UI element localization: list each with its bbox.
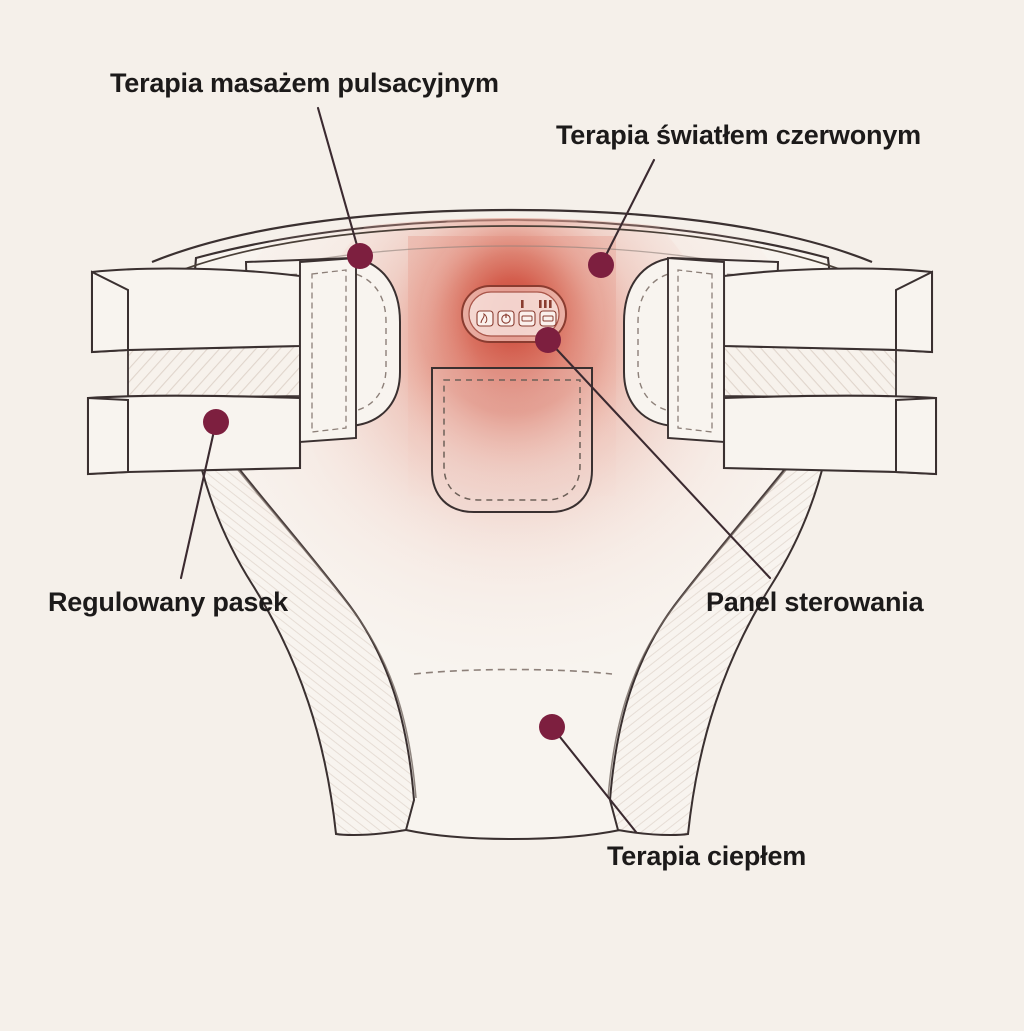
callout-dot-pulse-massage[interactable]: [347, 243, 373, 269]
callout-label-pulse-massage: Terapia masażem pulsacyjnym: [110, 68, 499, 98]
callout-leader-lines: [179, 106, 772, 834]
mode-display-icon: [521, 315, 533, 322]
callout-label-heat-therapy: Terapia ciepłem: [607, 841, 807, 871]
callout-dot-heat-therapy[interactable]: [539, 714, 565, 740]
button-heat[interactable]: [476, 310, 494, 327]
button-power[interactable]: [497, 310, 515, 327]
leader-line-adjustable-strap: [179, 420, 218, 580]
leader-line-control-panel: [546, 338, 772, 580]
callout-label-control-panel: Panel sterowania: [706, 587, 924, 617]
button-mode-1[interactable]: [518, 310, 536, 327]
indicator-single: [521, 300, 524, 308]
mode-display-icon: [542, 315, 554, 322]
callout-dot-red-light[interactable]: [588, 252, 614, 278]
callout-dot-adjustable-strap[interactable]: [203, 409, 229, 435]
indicator-triple: [539, 300, 552, 308]
control-panel[interactable]: [461, 285, 567, 343]
heat-waves-icon: [480, 312, 488, 324]
leader-line-red-light: [599, 158, 656, 267]
callout-dots: [203, 243, 614, 740]
left-adjustable-strap[interactable]: [86, 256, 357, 476]
leader-line-heat-therapy: [550, 725, 638, 834]
callout-label-red-light: Terapia światłem czerwonym: [556, 120, 921, 150]
button-mode-2[interactable]: [539, 310, 557, 327]
right-adjustable-strap[interactable]: [667, 256, 938, 476]
callout-dot-control-panel[interactable]: [535, 327, 561, 353]
heating-pad-pocket: [431, 367, 593, 513]
leader-line-pulse-massage: [316, 106, 362, 258]
callout-label-adjustable-strap: Regulowany pasek: [48, 587, 288, 617]
